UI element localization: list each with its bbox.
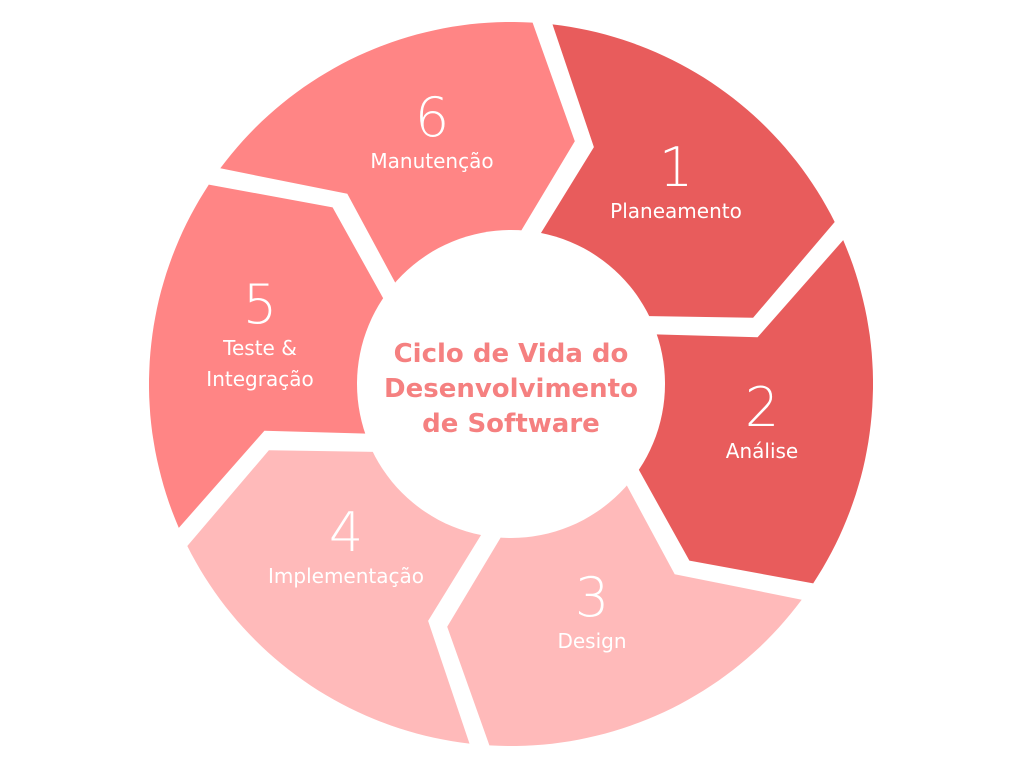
- step-label: Teste &: [223, 336, 297, 360]
- step-label: Implementação: [268, 564, 424, 588]
- segment-2: [631, 240, 873, 584]
- segment-1: [533, 24, 835, 318]
- step-label: Análise: [725, 439, 799, 463]
- step-number: 6: [414, 86, 450, 149]
- segment-6: [220, 22, 575, 296]
- title-line: Ciclo de Vida do: [393, 339, 629, 369]
- center-circle: [357, 230, 665, 538]
- step-6: 6 Manutenção: [370, 90, 493, 177]
- step-label: Planeamento: [610, 199, 742, 223]
- step-3: 3 Design: [557, 570, 626, 657]
- step-label: Design: [557, 629, 627, 653]
- segment-5: [149, 184, 391, 528]
- title-line: Desenvolvimento: [384, 374, 638, 404]
- title-line: de Software: [422, 409, 600, 439]
- segment-4: [187, 450, 489, 744]
- step-2: 2 Análise: [726, 380, 798, 467]
- step-label: Integração: [206, 367, 314, 391]
- step-4: 4 Implementação: [268, 505, 424, 592]
- step-number: 3: [574, 566, 610, 629]
- step-1: 1 Planeamento: [610, 140, 742, 227]
- step-number: 4: [328, 501, 364, 564]
- step-number: 1: [658, 136, 694, 199]
- step-number: 5: [242, 273, 278, 336]
- segment-3: [447, 472, 802, 746]
- diagram-title: Ciclo de Vida do Desenvolvimento de Soft…: [384, 337, 638, 442]
- step-number: 2: [744, 376, 780, 439]
- step-label: Manutenção: [370, 149, 494, 173]
- step-5: 5 Teste & Integração: [206, 277, 313, 395]
